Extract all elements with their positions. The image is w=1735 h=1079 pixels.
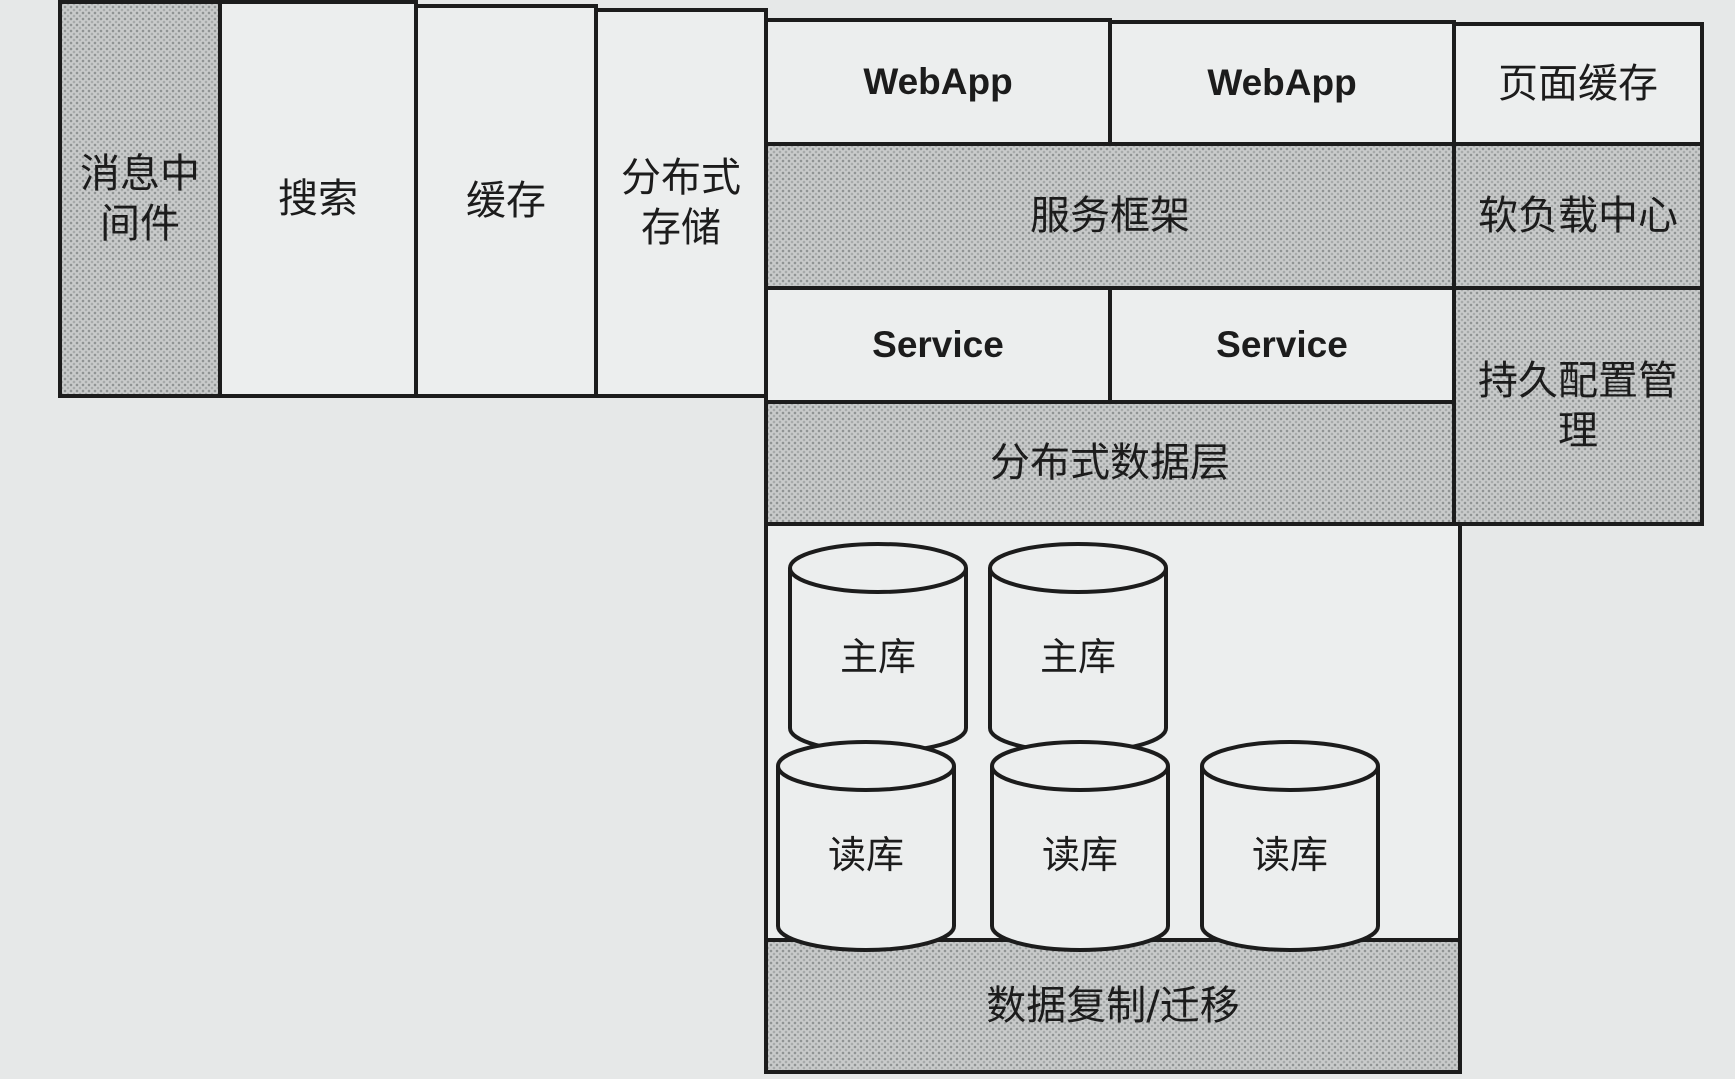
service-box-1: Service — [764, 286, 1112, 404]
page-cache-box: 页面缓存 — [1452, 22, 1704, 146]
config-management-label: 持久配置管理 — [1478, 358, 1678, 454]
master-db-1-label: 主库 — [840, 635, 916, 679]
message-middleware-label: 消息中间件 — [80, 151, 200, 247]
read-db-2-label: 读库 — [1042, 833, 1118, 877]
search-label: 搜索 — [278, 176, 358, 222]
read-db-3: 读库 — [1200, 740, 1380, 952]
distributed-data-layer-label: 分布式数据层 — [990, 440, 1230, 486]
read-db-1-label: 读库 — [828, 833, 904, 877]
webapp-label-1: WebApp — [863, 60, 1013, 102]
master-db-2: 主库 — [988, 542, 1168, 754]
message-middleware-box: 消息中间件 — [58, 0, 222, 398]
soft-load-center-box: 软负载中心 — [1452, 142, 1704, 290]
read-db-1: 读库 — [776, 740, 956, 952]
data-replication-label: 数据复制/迁移 — [986, 983, 1240, 1029]
cache-box: 缓存 — [414, 4, 598, 398]
data-replication-box: 数据复制/迁移 — [764, 938, 1462, 1074]
read-db-3-label: 读库 — [1252, 833, 1328, 877]
read-db-2: 读库 — [990, 740, 1170, 952]
webapp-box-1: WebApp — [764, 18, 1112, 146]
master-db-2-label: 主库 — [1040, 635, 1116, 679]
service-framework-box: 服务框架 — [764, 142, 1456, 290]
soft-load-center-label: 软负载中心 — [1478, 193, 1678, 239]
service-label-1: Service — [872, 323, 1004, 365]
distributed-data-layer-box: 分布式数据层 — [764, 400, 1456, 526]
page-cache-label: 页面缓存 — [1498, 61, 1658, 107]
search-box: 搜索 — [218, 0, 418, 398]
cache-label: 缓存 — [466, 178, 546, 224]
config-management-box: 持久配置管理 — [1452, 286, 1704, 526]
distributed-storage-box: 分布式存储 — [594, 8, 768, 398]
master-db-1: 主库 — [788, 542, 968, 754]
webapp-label-2: WebApp — [1207, 61, 1357, 103]
service-label-2: Service — [1216, 323, 1348, 365]
distributed-storage-label: 分布式存储 — [621, 155, 741, 251]
service-framework-label: 服务框架 — [1030, 193, 1190, 239]
